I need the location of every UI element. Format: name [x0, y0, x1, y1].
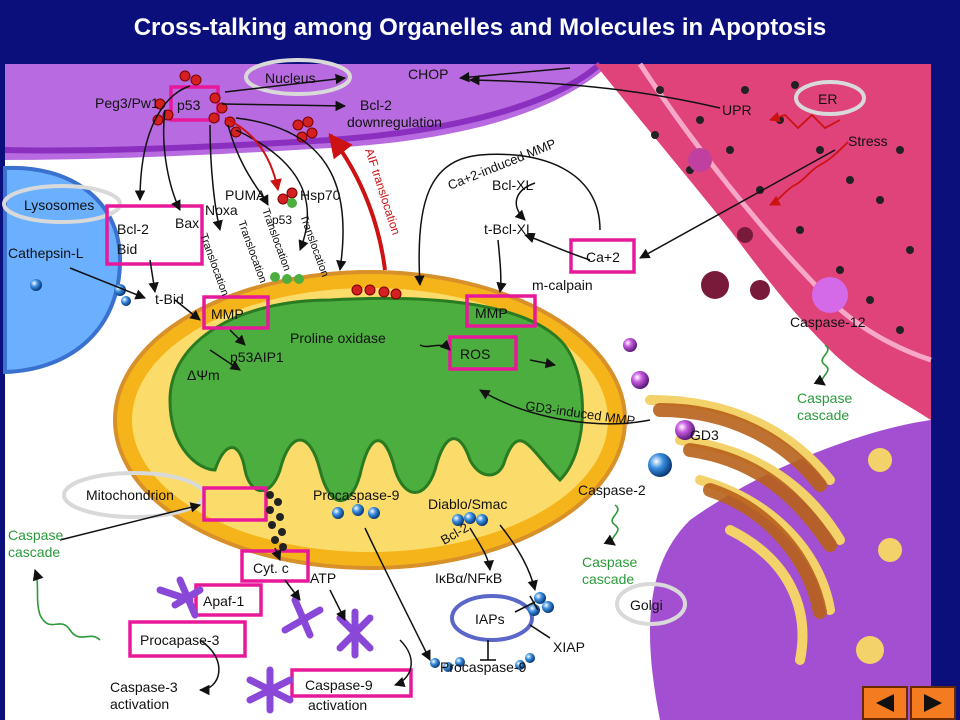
label-hsp70: Hsp70: [300, 187, 341, 203]
label-procaspase3: Procapase-3: [140, 632, 220, 648]
lysosomes-oval: [2, 184, 122, 224]
label-ca2: Ca+2: [586, 249, 620, 265]
slide-title: Cross-talking among Organelles and Molec…: [133, 14, 827, 41]
label-nucleus: Nucleus: [265, 70, 316, 86]
label-mitochondrion: Mitochondrion: [86, 487, 174, 503]
cytc-molecules: [266, 491, 287, 551]
triangle-right-icon: [924, 694, 942, 712]
label-caspase-er-2: cascade: [797, 407, 849, 423]
next-slide-button[interactable]: [910, 686, 956, 720]
label-apaf: Apaf-1: [203, 593, 244, 609]
label-noxa: Noxa: [205, 202, 238, 218]
label-mcalpain: m-calpain: [532, 277, 593, 293]
label-caspase-left-2: cascade: [8, 544, 60, 560]
label-caspase3-act-1: Caspase-3: [110, 679, 178, 695]
iaps-oval: [450, 594, 534, 642]
label-p53: p53: [177, 97, 201, 113]
label-upr: UPR: [722, 102, 752, 118]
golgi-vesicles: [623, 338, 902, 664]
label-bclxl: Bcl-XL: [492, 177, 533, 193]
label-bid: Bid: [117, 241, 137, 257]
label-caspase9-act-1: Caspase-9: [305, 677, 373, 693]
nucleus-shape: [5, 64, 610, 160]
label-caspase2: Caspase-2: [578, 482, 646, 498]
label-golgi: Golgi: [630, 597, 663, 613]
ros-box: [448, 335, 518, 371]
mmp1-box: [202, 295, 270, 330]
nucleus-oval: [244, 58, 352, 96]
label-procaspase9-b: Procaspase-9: [440, 659, 527, 675]
label-p53aip1: p53AIP1: [230, 349, 284, 365]
label-gd3: GD3: [690, 427, 719, 443]
label-procaspase9: Procaspase-9: [313, 487, 400, 503]
er-membrane: [637, 62, 932, 363]
mmp2-box: [465, 294, 537, 328]
label-bcl2-down-2: downregulation: [347, 114, 442, 130]
label-lysosomes: Lysosomes: [24, 197, 94, 213]
procaspase3-box: [128, 620, 247, 658]
label-caspase3-act-2: activation: [110, 696, 169, 712]
label-stress: Stress: [848, 133, 888, 149]
label-proline: Proline oxidase: [290, 330, 386, 346]
label-diablo: Diablo/Smac: [428, 496, 507, 512]
label-cytc: Cyt. c: [253, 560, 289, 576]
p53-box: [169, 85, 220, 122]
label-puma: PUMA: [225, 187, 266, 203]
label-caspase9-act-2: activation: [308, 697, 367, 713]
apaf-box: [194, 583, 263, 617]
label-er: ER: [818, 91, 837, 107]
label-chop: CHOP: [408, 66, 448, 82]
label-dpsi: ΔΨm: [187, 367, 220, 383]
er-vesicles: [688, 148, 848, 313]
golgi-cisternae: [645, 395, 845, 665]
label-ros: ROS: [460, 346, 490, 362]
ca2-box: [569, 238, 636, 274]
aif-arrow: [328, 133, 387, 271]
apoptosome-icon: [156, 576, 374, 714]
label-cathepsin: Cathepsin-L: [8, 245, 84, 261]
label-caspase-golgi-1: Caspase: [582, 554, 637, 570]
golgi-oval: [615, 582, 687, 626]
label-mmp1: MMP: [211, 306, 244, 322]
triangle-left-icon: [876, 694, 894, 712]
label-caspase12: Caspase-12: [790, 314, 866, 330]
label-tbid: t-Bid: [155, 291, 184, 307]
label-caspase-golgi-2: cascade: [582, 571, 634, 587]
label-caspase-left-1: Caspase: [8, 527, 63, 543]
label-tbclxl: t-Bcl-XL: [484, 221, 534, 237]
ribosome-dots: [651, 81, 914, 334]
mmp3-box: [202, 486, 268, 522]
caspase9-box: [290, 668, 413, 698]
label-iaps: IAPs: [475, 611, 505, 627]
bcl2-bid-box: [105, 204, 204, 266]
label-caspase-er-1: Caspase: [797, 390, 852, 406]
label-xiap: XIAP: [553, 639, 585, 655]
label-p53-small: p53: [272, 213, 292, 227]
er-oval: [794, 80, 866, 116]
label-atp: ATP: [310, 570, 336, 586]
label-mmp2: MMP: [475, 305, 508, 321]
prev-slide-button[interactable]: [862, 686, 908, 720]
label-bcl2-down-1: Bcl-2: [360, 97, 392, 113]
label-peg3: Peg3/Pw1: [95, 95, 159, 111]
label-bax: Bax: [175, 215, 199, 231]
label-bcl2: Bcl-2: [117, 221, 149, 237]
er-shape: [595, 64, 931, 420]
label-ikb: IκBα/NFκB: [435, 570, 502, 586]
